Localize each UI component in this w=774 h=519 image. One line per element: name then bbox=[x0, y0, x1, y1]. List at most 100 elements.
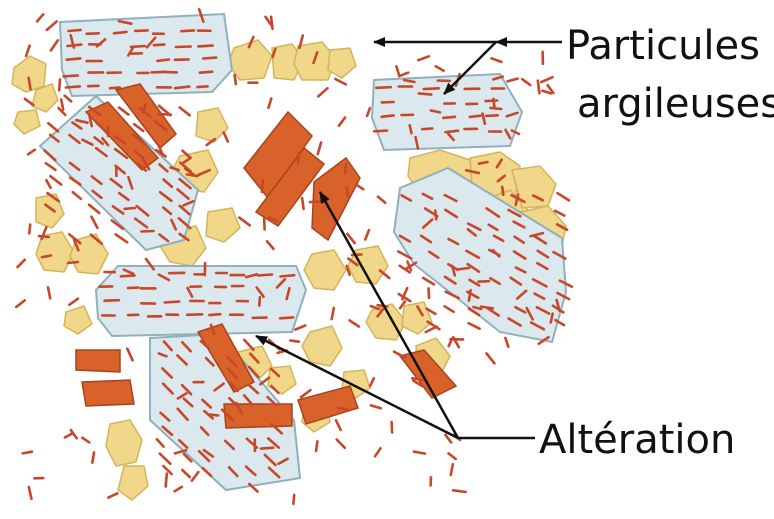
clay-particle bbox=[365, 230, 369, 239]
clay-particle bbox=[339, 118, 345, 126]
clay-particle bbox=[418, 56, 429, 60]
clay-particle bbox=[48, 123, 58, 131]
clay-particle bbox=[469, 290, 471, 301]
clay-particle bbox=[26, 46, 30, 56]
clay-particle bbox=[224, 132, 228, 141]
clay-particle bbox=[259, 297, 260, 305]
clay-particle bbox=[261, 448, 273, 449]
clay-particle bbox=[410, 125, 412, 133]
clay-particle bbox=[541, 77, 552, 82]
clay-particle bbox=[258, 275, 272, 276]
sand-grain bbox=[106, 420, 142, 466]
clay-particle bbox=[267, 241, 273, 249]
clay-particle bbox=[347, 188, 348, 196]
clay-particle bbox=[538, 81, 540, 94]
clay-particle bbox=[429, 288, 430, 298]
clay-particle bbox=[23, 452, 32, 454]
clay-particle bbox=[414, 452, 425, 454]
clay-particle bbox=[59, 79, 60, 90]
clay-particle bbox=[446, 131, 459, 133]
crystal bbox=[372, 74, 522, 150]
clay-particle bbox=[29, 487, 32, 499]
clay-particle bbox=[127, 349, 132, 361]
clay-particle bbox=[29, 225, 30, 234]
sand-grain bbox=[118, 466, 148, 500]
clay-particle bbox=[293, 495, 294, 504]
clay-particle bbox=[469, 323, 480, 329]
clay-particle bbox=[479, 162, 487, 164]
clay-particle bbox=[209, 314, 220, 315]
clay-particle bbox=[449, 453, 456, 459]
clay-particle bbox=[25, 99, 33, 105]
clay-particle bbox=[142, 231, 154, 232]
clay-particle bbox=[494, 99, 495, 107]
clay-particle bbox=[298, 153, 299, 164]
clay-particle bbox=[335, 79, 345, 84]
clay-particle bbox=[542, 91, 551, 94]
clay-particle bbox=[180, 107, 190, 115]
clay-particle bbox=[135, 30, 147, 31]
clay-particle bbox=[378, 197, 385, 203]
clay-particle bbox=[92, 453, 94, 463]
clay-particle bbox=[209, 415, 218, 416]
clay-particle bbox=[187, 314, 202, 315]
clay-particle bbox=[187, 174, 197, 176]
clay-particle bbox=[419, 93, 431, 94]
clay-particle bbox=[200, 72, 212, 73]
clay-particle bbox=[46, 163, 56, 170]
clay-particle bbox=[399, 73, 408, 77]
clay-particle bbox=[457, 268, 469, 270]
clay-particle bbox=[108, 493, 117, 497]
clay-particle bbox=[114, 32, 127, 33]
clay-particle bbox=[280, 317, 293, 318]
clay-particle bbox=[392, 422, 393, 433]
clay-particle bbox=[166, 474, 167, 487]
clay-particle bbox=[203, 58, 216, 59]
clay-particle bbox=[68, 30, 80, 31]
clay-particle bbox=[374, 131, 387, 132]
clay-particle bbox=[16, 300, 25, 307]
clay-particle bbox=[92, 217, 98, 228]
label-alteration: Altération bbox=[539, 420, 735, 460]
clay-particle bbox=[481, 307, 493, 309]
clay-particle bbox=[157, 60, 169, 61]
sand-grain bbox=[196, 108, 228, 142]
clay-particle bbox=[522, 79, 530, 85]
clay-particle bbox=[295, 326, 305, 330]
altered-crystal bbox=[76, 350, 120, 372]
sand-grain bbox=[304, 250, 346, 290]
clay-particle bbox=[175, 87, 189, 89]
clay-particle bbox=[375, 448, 380, 456]
clay-particle bbox=[110, 88, 120, 89]
clay-particle bbox=[486, 101, 498, 102]
clay-particle bbox=[198, 86, 208, 87]
clay-particle bbox=[116, 234, 128, 242]
clay-particle bbox=[281, 275, 295, 276]
clay-particle bbox=[479, 281, 490, 282]
clay-particle bbox=[376, 87, 391, 88]
clay-particle bbox=[318, 88, 327, 96]
clay-particle bbox=[290, 341, 299, 342]
clay-particle bbox=[558, 193, 570, 200]
clay-particle bbox=[302, 198, 304, 209]
clay-particle bbox=[239, 218, 249, 226]
clay-particle bbox=[491, 108, 502, 109]
altered-crystal bbox=[82, 380, 134, 406]
clay-particle bbox=[18, 260, 25, 267]
clay-particle bbox=[157, 439, 164, 446]
clay-particle bbox=[82, 438, 89, 443]
clay-particle bbox=[502, 187, 503, 195]
clay-particle bbox=[181, 30, 194, 31]
clay-particle bbox=[48, 287, 50, 298]
clay-particle bbox=[87, 33, 99, 34]
clay-particle bbox=[50, 176, 61, 184]
clay-particle bbox=[192, 472, 198, 481]
clay-particle bbox=[128, 288, 138, 289]
clay-particle bbox=[73, 192, 81, 199]
sand-grain bbox=[14, 110, 40, 134]
clay-particle bbox=[262, 180, 263, 192]
label-argileuses: argileuses bbox=[577, 84, 774, 124]
clay-particle bbox=[345, 164, 346, 173]
clay-particle bbox=[453, 490, 466, 492]
